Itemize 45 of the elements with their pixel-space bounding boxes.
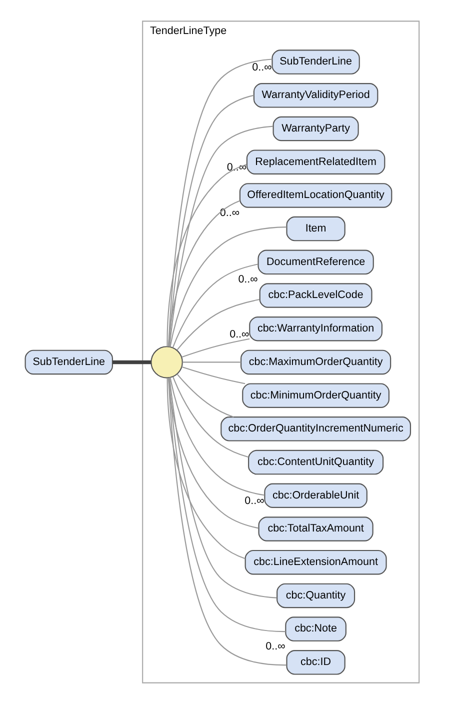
node-box: SubTenderLine [24,350,113,375]
node-box: DocumentReference [258,250,374,275]
node-box: ReplacementRelatedItem [246,150,386,174]
connector [168,200,240,347]
connector [176,374,234,418]
node-label: 0..∞ [266,640,286,652]
node-label: 0..∞ [252,62,272,74]
node-box: cbc:PackLevelCode [259,283,372,308]
node-box: cbc:ID [286,650,346,675]
connector [170,377,265,496]
node-label: 0..∞ [238,274,258,286]
node-box: cbc:OrderableUnit [264,483,368,508]
node-box: cbc:Quantity [276,583,356,608]
node-box: OfferedItemLocationQuantity [239,183,392,208]
node-box: cbc:LineExtensionAmount [244,550,387,575]
connector [182,338,250,358]
node-label: 0..∞ [244,495,264,508]
connector [176,298,260,350]
connector [172,264,258,348]
node-box: SubTenderLine [272,50,360,74]
connector [172,376,248,458]
node-label: 0..∞ [230,328,250,340]
node-box: cbc:TotalTaxAmount [258,516,374,542]
connector [168,58,272,346]
connector [112,360,152,364]
connector [182,366,246,384]
node-box: cbc:MaximumOrderQuantity [240,350,392,375]
connector [166,164,247,347]
connector [182,362,241,363]
node-label: 0..∞ [220,206,240,219]
connector [168,378,277,598]
node-box: WarrantyValidityPeriod [253,83,378,108]
connector [166,378,246,560]
node-box: cbc:ContentUnitQuantity [248,450,384,475]
node-box: Item [286,216,346,242]
node-label: 0..∞ [226,162,247,174]
node-box: cbc:Note [285,616,346,642]
node-circle [150,346,183,378]
connector [170,226,287,347]
connector [168,94,254,347]
node-box: cbc:WarrantyInformation [249,316,382,342]
node-box: cbc:MinimumOrderQuantity [242,383,390,408]
node-box: WarrantyParty [272,116,359,142]
connector [168,126,274,347]
node-box: cbc:OrderQuantityIncrementNumeric [220,416,412,442]
